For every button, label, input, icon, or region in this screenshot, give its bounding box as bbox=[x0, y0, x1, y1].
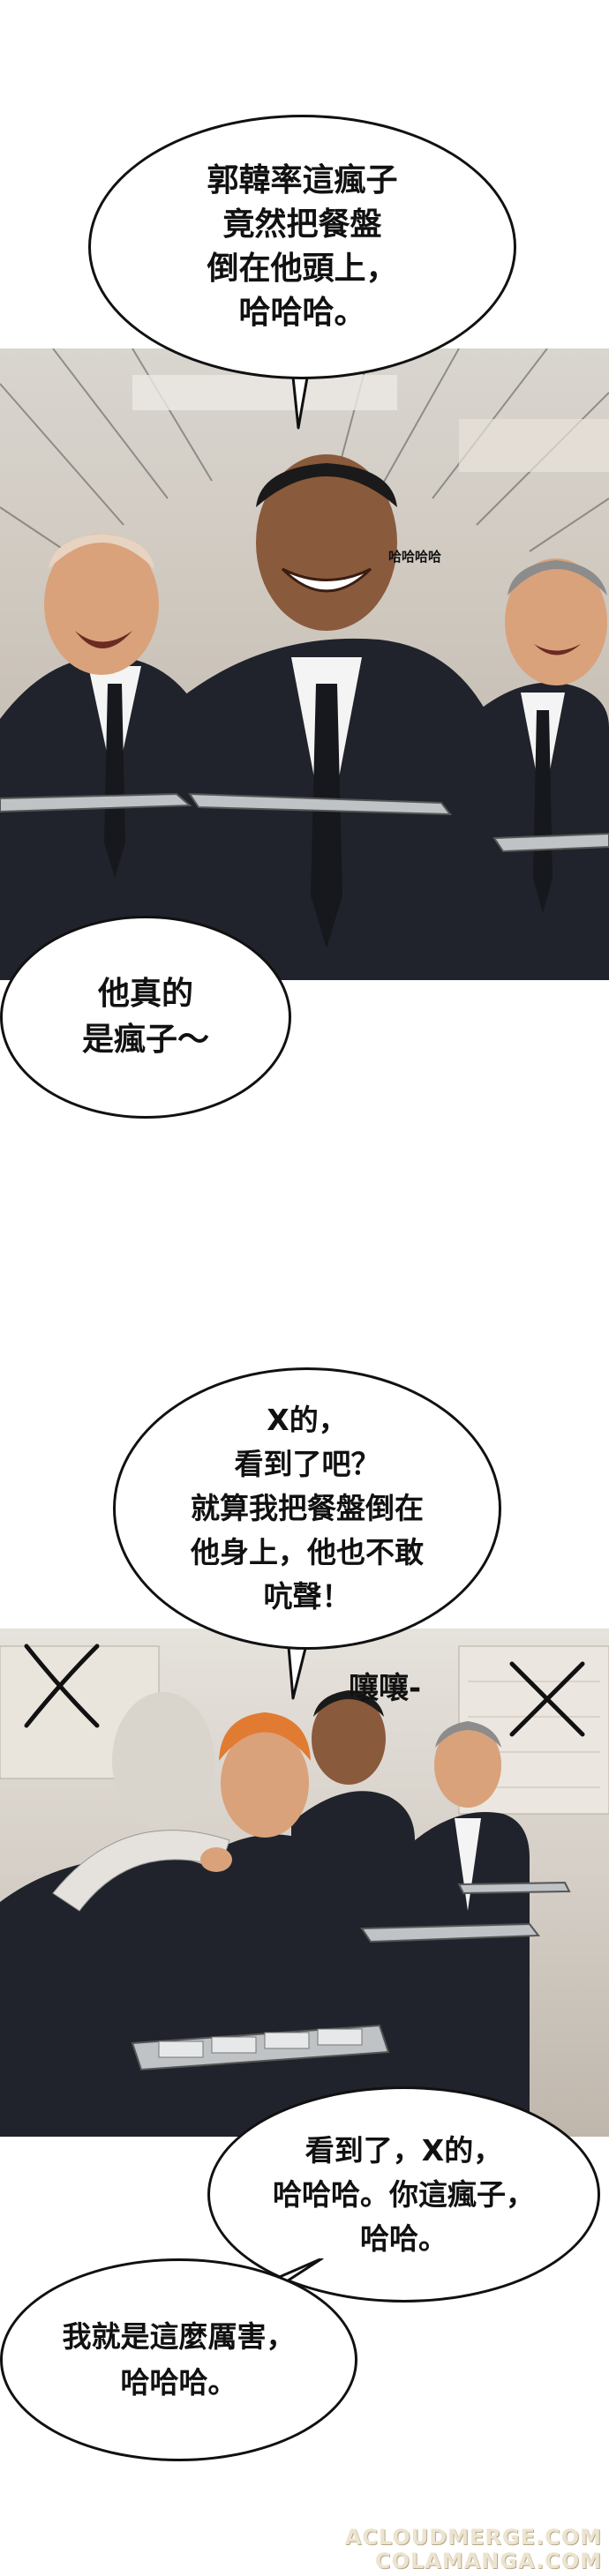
panel-arm-around-shoulder: 嚷嚷- bbox=[0, 1629, 609, 2137]
panel-2-artwork bbox=[0, 1645, 609, 2137]
speech-bubble-4-text: 看到了，X的， 哈哈哈。你這瘋子， 哈哈。 bbox=[273, 2132, 535, 2256]
sfx-noise: 嚷嚷- bbox=[349, 1671, 422, 1706]
sfx-laugh: 哈哈哈哈 bbox=[388, 549, 442, 565]
speech-bubble-3-text: X的， 看到了吧？ 就算我把餐盤倒在 他身上，他也不敢 吭聲！ bbox=[191, 1403, 424, 1614]
panel-cafeteria-laughing: 哈哈哈哈 bbox=[0, 348, 609, 980]
watermark-line-1: ACLOUDMERGE.COM bbox=[344, 2525, 602, 2550]
speech-bubble-5-text: 我就是這麼厲害， 哈哈哈。 bbox=[62, 2319, 296, 2400]
speech-bubble-5: 我就是這麼厲害， 哈哈哈。 bbox=[0, 2258, 357, 2461]
speech-bubble-1: 郭韓率這瘋子 竟然把餐盤 倒在他頭上， 哈哈哈。 bbox=[88, 115, 516, 379]
watermark-line-2: COLAMANGA.COM bbox=[374, 2549, 602, 2573]
panel-1-artwork bbox=[0, 348, 609, 980]
speech-bubble-3: X的， 看到了吧？ 就算我把餐盤倒在 他身上，他也不敢 吭聲！ bbox=[113, 1367, 501, 1650]
character-right-gray-hair bbox=[459, 558, 609, 980]
lunch-trays bbox=[0, 792, 609, 853]
speech-bubble-2-text: 他真的 是瘋子～ bbox=[81, 976, 209, 1058]
annoyance-marks bbox=[24, 1644, 585, 1737]
character-bald-left bbox=[0, 534, 203, 980]
speech-bubble-4: 看到了，X的， 哈哈哈。你這瘋子， 哈哈。 bbox=[207, 2086, 600, 2303]
character-center bbox=[177, 454, 494, 980]
speech-bubble-1-text: 郭韓率這瘋子 竟然把餐盤 倒在他頭上， 哈哈哈。 bbox=[207, 162, 398, 331]
speech-bubble-2: 他真的 是瘋子～ bbox=[0, 916, 291, 1119]
